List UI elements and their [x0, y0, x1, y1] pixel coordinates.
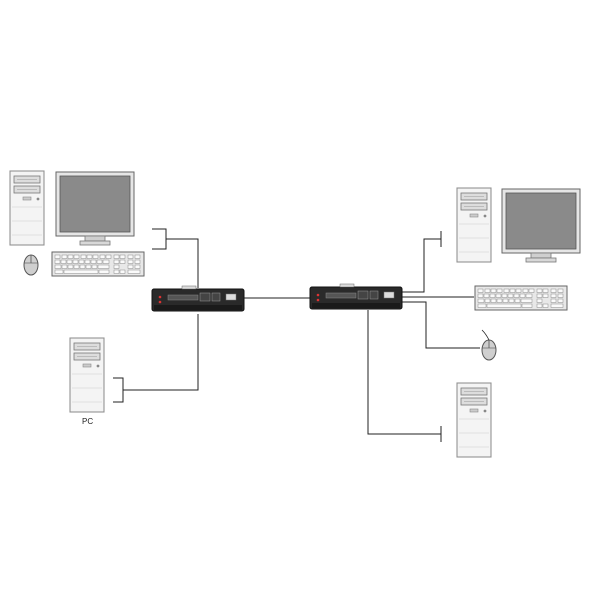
remote-tower-top-icon [456, 187, 492, 263]
local-extender-icon [151, 285, 245, 312]
remote-mouse-cord [481, 329, 490, 341]
local-keyboard-icon [51, 251, 145, 277]
remote-monitor-icon [501, 188, 581, 263]
pc-to-extender-line [123, 314, 199, 391]
connection-lines [113, 228, 480, 442]
remote-mouse-line [402, 301, 480, 349]
remote-extender-icon [309, 283, 403, 310]
pc-tower-icon [69, 337, 105, 413]
pc-bracket [113, 377, 124, 403]
local-bracket [152, 228, 167, 250]
local-mouse-icon [23, 254, 39, 276]
local-monitor-icon [55, 171, 135, 246]
remote-mouse-icon [481, 339, 497, 361]
pc-label: PC [82, 417, 93, 426]
local-tower-icon [9, 170, 45, 246]
remote-keyboard-icon [474, 285, 568, 311]
local-to-extender-line [166, 238, 199, 288]
remote-tower-bottom-icon [456, 382, 492, 458]
remote-tower-top-line [400, 238, 441, 293]
remote-tower-bottom-line [367, 310, 441, 435]
